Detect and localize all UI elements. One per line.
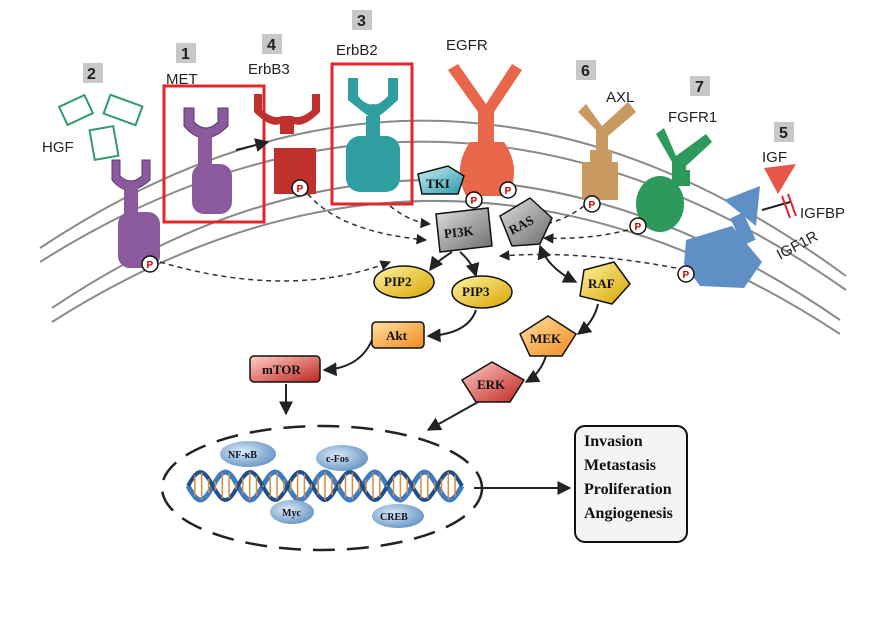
akt-to-mtor-arrow: [322, 339, 373, 377]
igfbp-block-1: [781, 195, 791, 219]
svg-text:CREB: CREB: [380, 512, 408, 523]
svg-text:P: P: [471, 196, 478, 207]
igf1r-receptor: [684, 186, 762, 288]
pi3k-node: [435, 207, 493, 253]
ras-node: [499, 197, 553, 247]
tki-label: TKI: [426, 176, 450, 191]
number-badge-6: [576, 60, 596, 80]
tf-myc: Myc: [270, 500, 314, 524]
met-label: MET: [166, 71, 198, 88]
fgfr1-receptor: [636, 128, 712, 232]
hgf-label: HGF: [42, 139, 74, 156]
number-1: 1: [181, 46, 190, 63]
dashed-signal-arrows: [159, 193, 677, 282]
svg-text:c-Fos: c-Fos: [326, 454, 349, 465]
pip2-node: [373, 265, 435, 299]
pip3-to-akt-arrow: [426, 309, 477, 343]
mek-to-erk-arrow: [524, 355, 547, 383]
egfr-label: EGFR: [446, 37, 488, 54]
erbb2-highlight-box: [330, 62, 414, 206]
pip3-node: [451, 275, 513, 309]
igfbp-label: IGFBP: [800, 205, 845, 222]
number-badge-7: [690, 76, 710, 96]
svg-text:P: P: [147, 260, 154, 271]
erbb3-receptor: [254, 94, 320, 194]
mtor-label: mTOR: [262, 362, 301, 377]
phospho-site-erbb3: P: [291, 179, 309, 197]
raf-to-mek-arrow: [576, 303, 599, 335]
fgfr1-label: FGFR1: [668, 109, 717, 126]
mtor-node: [249, 355, 321, 383]
outcomes-box: [574, 425, 688, 543]
number-badge-1: [176, 43, 196, 63]
pi3k-label: PI3K: [443, 223, 475, 241]
number-badge-4: [262, 34, 282, 54]
igf-ligand: [764, 164, 796, 194]
number-2: 2: [87, 66, 96, 83]
number-6: 6: [581, 63, 590, 80]
erk-to-nucleus-arrow: [426, 401, 479, 431]
hgf-receptor: [111, 159, 160, 268]
outcome-invasion: Invasion: [584, 433, 643, 450]
akt-node: [371, 321, 425, 349]
mek-label: MEK: [530, 331, 562, 346]
phospho-site-hgf-receptor: P: [141, 255, 159, 273]
erk-label: ERK: [477, 377, 506, 392]
igfbp-block-2: [787, 193, 797, 217]
svg-text:P: P: [635, 222, 642, 233]
svg-text:NF-κB: NF-κB: [228, 450, 257, 461]
outcome-metastasis: Metastasis: [584, 457, 656, 474]
pi3k-to-pip3-arrow: [459, 251, 480, 278]
number-badge-5: [774, 122, 794, 142]
erbb2-label: ErbB2: [336, 42, 378, 59]
pip2-label: PIP2: [384, 274, 411, 289]
erbb3-label: ErbB3: [248, 61, 290, 78]
tf-nfkb: NF-κB: [220, 441, 276, 467]
phospho-site-igf1r: P: [677, 265, 695, 283]
tf-cfos: c-Fos: [316, 445, 368, 471]
axl-receptor: [578, 102, 636, 200]
hgf-ligands: [57, 93, 144, 162]
akt-label: Akt: [386, 328, 408, 343]
erk-node: [460, 361, 526, 403]
svg-text:P: P: [683, 270, 690, 281]
outcome-angiogenesis: Angiogenesis: [584, 505, 673, 522]
number-3: 3: [357, 13, 366, 30]
phospho-site-egfr-1: P: [465, 191, 483, 209]
tf-creb: CREB: [372, 504, 424, 528]
tki-node: [417, 165, 465, 195]
erbb2-receptor: [346, 78, 400, 192]
mek-node: [519, 315, 578, 357]
raf-label: RAF: [588, 276, 615, 291]
number-badge-3: [352, 10, 372, 30]
pip3-label: PIP3: [462, 284, 490, 299]
phospho-site-egfr-2: P: [499, 181, 517, 199]
phospho-site-fgfr1: P: [629, 217, 647, 235]
outcome-proliferation: Proliferation: [584, 481, 672, 498]
met-highlight-box: [162, 84, 266, 224]
number-5: 5: [779, 125, 788, 142]
number-7: 7: [695, 79, 704, 96]
number-badge-2: [83, 63, 103, 83]
svg-text:Myc: Myc: [282, 508, 301, 519]
pi3k-to-pip2-arrow: [429, 251, 453, 272]
met-to-erbb3-arrow: [235, 138, 270, 152]
met-receptor: [183, 107, 232, 214]
phospho-site-axl: P: [583, 195, 601, 213]
svg-text:P: P: [505, 186, 512, 197]
number-4: 4: [267, 37, 276, 54]
igf-label: IGF: [762, 149, 787, 166]
ras-raf-arrow: [537, 244, 578, 283]
phospho-sites: P P P P P P P: [141, 179, 695, 283]
axl-label: AXL: [606, 89, 634, 106]
egfr-receptor: [448, 64, 522, 196]
raf-node: [579, 261, 631, 305]
svg-text:P: P: [589, 200, 596, 211]
svg-text:P: P: [297, 184, 304, 195]
dna-helix: [185, 469, 465, 503]
